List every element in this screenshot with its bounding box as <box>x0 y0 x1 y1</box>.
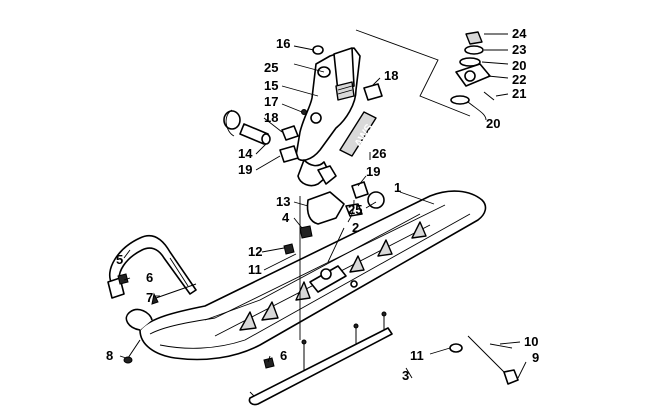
callout-25a: 25 <box>264 60 278 75</box>
callout-4: 4 <box>282 210 290 225</box>
callout-16: 16 <box>276 36 290 51</box>
ski-body <box>125 190 487 361</box>
callout-24: 24 <box>512 26 527 41</box>
callout-2: 2 <box>352 220 359 235</box>
callout-1: 1 <box>394 180 401 195</box>
nuts <box>117 225 313 369</box>
callout-18b: 18 <box>384 68 398 83</box>
callout-11a: 11 <box>248 262 262 277</box>
callout-20b: 20 <box>486 116 500 131</box>
spindle-cap-assembly <box>450 31 495 105</box>
callout-10: 10 <box>524 334 538 349</box>
callout-7: 7 <box>146 290 153 305</box>
callout-5: 5 <box>116 252 123 267</box>
callout-15: 15 <box>264 78 278 93</box>
callout-23: 23 <box>512 42 526 57</box>
callout-3: 3 <box>402 368 409 383</box>
callout-9: 9 <box>532 350 539 365</box>
callout-11b: 11 <box>410 348 424 363</box>
callout-12: 12 <box>248 244 262 259</box>
ski-loop-handle <box>107 234 197 299</box>
wear-bar <box>248 311 393 406</box>
callout-8: 8 <box>106 348 113 363</box>
callout-labels: 1 2 3 4 5 6 6 7 8 9 10 11 11 12 13 14 15… <box>106 26 539 383</box>
callout-19a: 19 <box>238 162 252 177</box>
callout-22: 22 <box>512 72 526 87</box>
callout-19b: 19 <box>366 164 380 179</box>
callout-18a: 18 <box>264 110 278 125</box>
callout-17: 17 <box>264 94 278 109</box>
leader-lines <box>119 29 527 379</box>
callout-13: 13 <box>276 194 290 209</box>
callout-21: 21 <box>512 86 526 101</box>
callout-6b: 6 <box>280 348 287 363</box>
ski-bolt <box>449 335 519 385</box>
spindle <box>295 47 361 187</box>
screws <box>123 283 197 364</box>
bushings <box>223 45 385 209</box>
callout-26: 26 <box>372 146 386 161</box>
callout-14: 14 <box>238 146 253 161</box>
callout-25b: 25 <box>348 202 362 217</box>
callout-20a: 20 <box>512 58 526 73</box>
callout-6a: 6 <box>146 270 153 285</box>
